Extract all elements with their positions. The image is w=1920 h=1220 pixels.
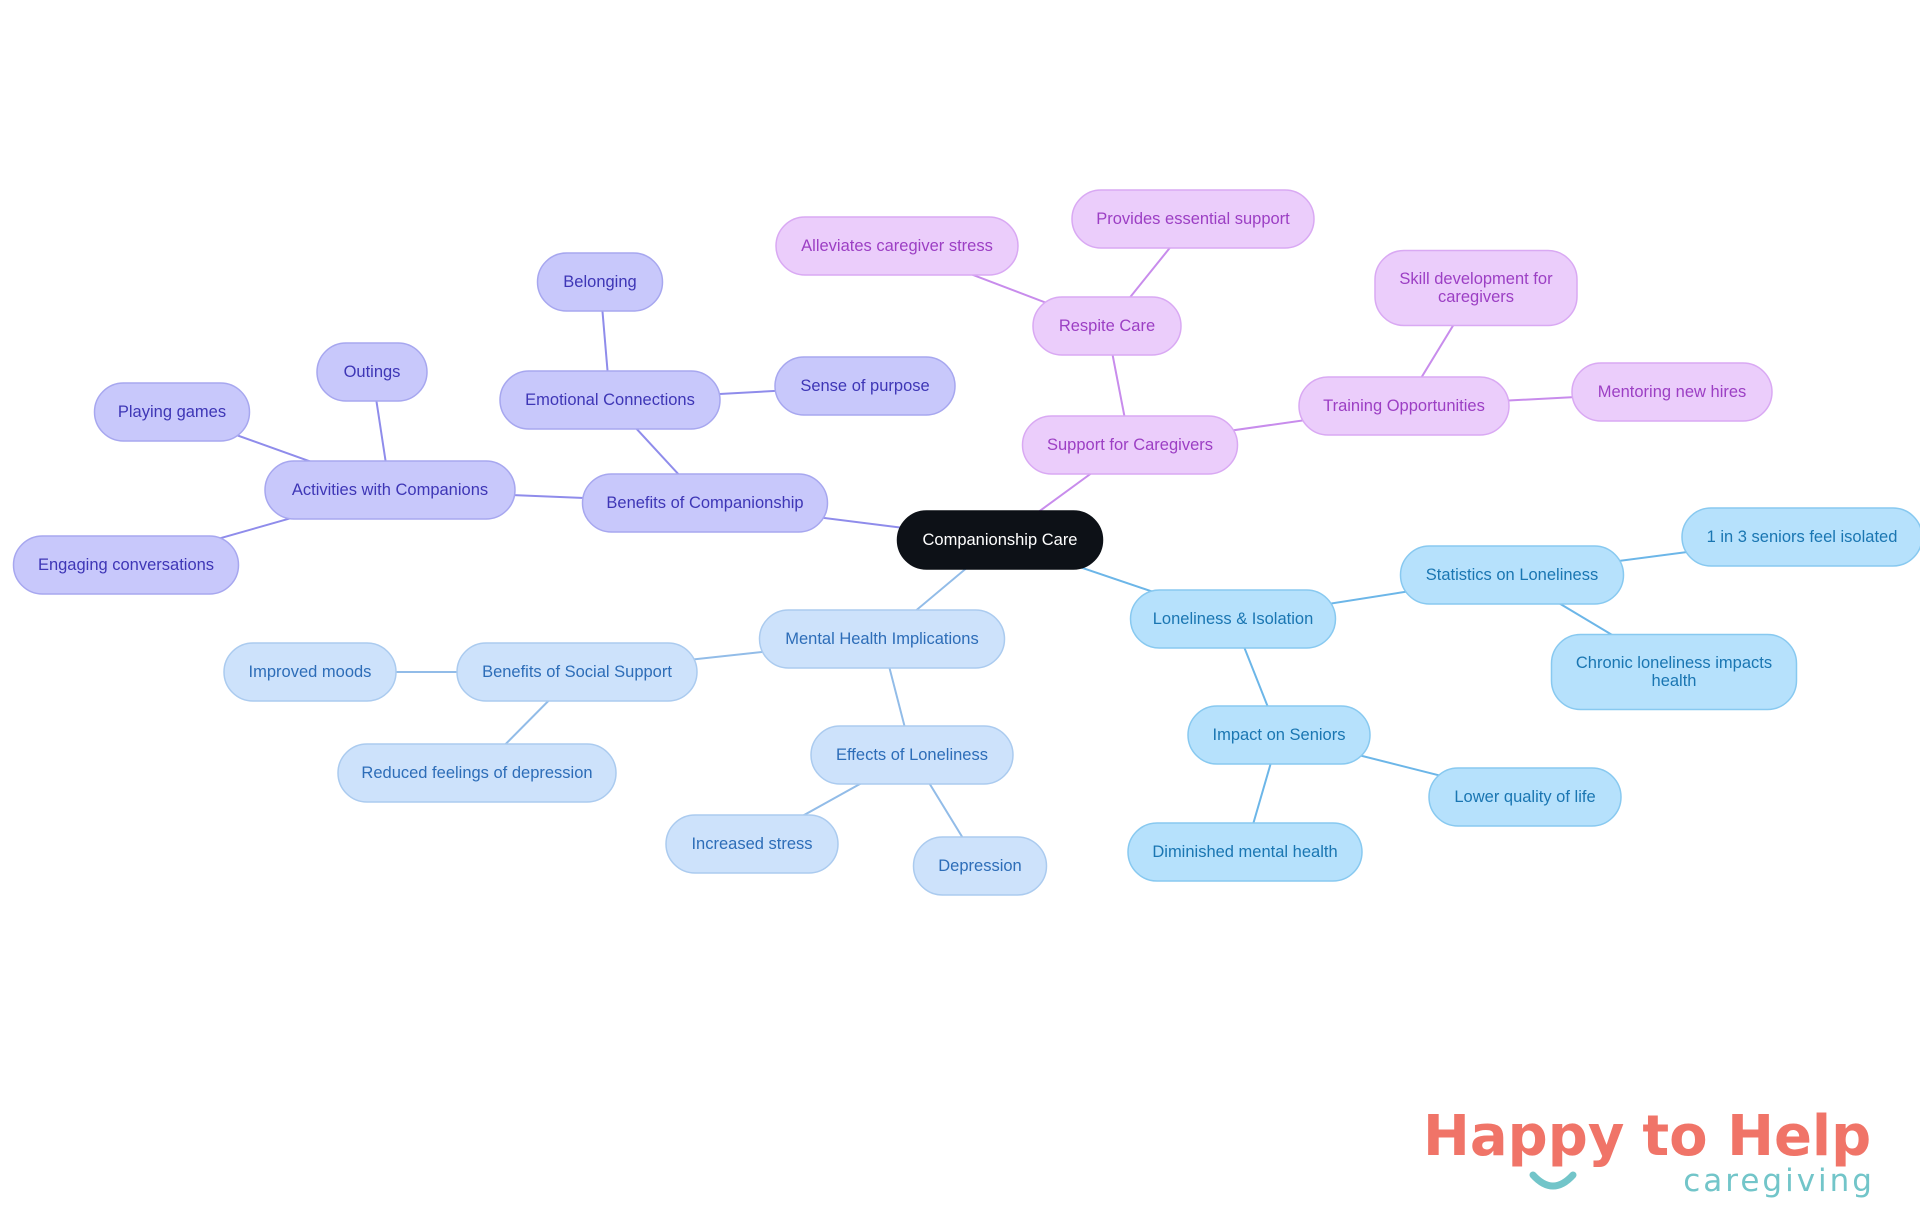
node-impact[interactable]: Impact on Seniors (1188, 706, 1370, 764)
node-label: 1 in 3 seniors feel isolated (1707, 528, 1898, 546)
node-emotional[interactable]: Emotional Connections (500, 371, 720, 429)
node-root[interactable]: Companionship Care (898, 511, 1103, 569)
node-label: Belonging (563, 273, 636, 291)
node-quality[interactable]: Lower quality of life (1429, 768, 1621, 826)
node-loneliness[interactable]: Loneliness & Isolation (1131, 590, 1336, 648)
node-label-line: caregivers (1438, 288, 1514, 306)
node-label: Benefits of Companionship (606, 494, 803, 512)
node-diminished[interactable]: Diminished mental health (1128, 823, 1362, 881)
node-label-line: Skill development for (1399, 270, 1553, 288)
happy-to-help-logo: Happy to Help caregiving (1415, 1105, 1885, 1215)
node-label: Provides essential support (1096, 210, 1290, 228)
logo-happy: Happy (1423, 1105, 1624, 1169)
node-label: Reduced feelings of depression (361, 764, 592, 782)
node-reduced[interactable]: Reduced feelings of depression (338, 744, 616, 802)
node-benefits[interactable]: Benefits of Companionship (583, 474, 828, 532)
node-stress[interactable]: Alleviates caregiver stress (776, 217, 1018, 275)
node-outings[interactable]: Outings (317, 343, 427, 401)
logo-tagline: caregiving (1683, 1163, 1875, 1199)
node-games[interactable]: Playing games (95, 383, 250, 441)
node-label: Emotional Connections (525, 391, 695, 409)
node-label: Playing games (118, 403, 226, 421)
node-activities[interactable]: Activities with Companions (265, 461, 515, 519)
node-label: Loneliness & Isolation (1153, 610, 1314, 628)
node-moods[interactable]: Improved moods (224, 643, 396, 701)
logo-to-help: to Help (1642, 1105, 1871, 1169)
node-label: Activities with Companions (292, 481, 488, 499)
node-label: Lower quality of life (1454, 788, 1595, 806)
node-label: Companionship Care (922, 531, 1077, 549)
mind-map-nodes: Companionship Care Benefits of Companions… (14, 190, 1920, 895)
node-label: Respite Care (1059, 317, 1155, 335)
node-mental[interactable]: Mental Health Implications (760, 610, 1005, 668)
node-purpose[interactable]: Sense of purpose (775, 357, 955, 415)
node-essential[interactable]: Provides essential support (1072, 190, 1314, 248)
node-stats[interactable]: Statistics on Loneliness (1401, 546, 1624, 604)
logo-smile-icon (1533, 1175, 1573, 1186)
node-label: Diminished mental health (1152, 843, 1337, 861)
node-label: Impact on Seniors (1213, 726, 1346, 744)
node-label: Training Opportunities (1323, 397, 1485, 415)
node-label: Effects of Loneliness (836, 746, 988, 764)
node-label: Benefits of Social Support (482, 663, 672, 681)
node-effects[interactable]: Effects of Loneliness (811, 726, 1013, 784)
node-training[interactable]: Training Opportunities (1299, 377, 1509, 435)
node-depression[interactable]: Depression (914, 837, 1047, 895)
node-label: Outings (344, 363, 401, 381)
node-belonging[interactable]: Belonging (538, 253, 663, 311)
node-mentoring[interactable]: Mentoring new hires (1572, 363, 1772, 421)
node-label: Improved moods (249, 663, 372, 681)
node-conversations[interactable]: Engaging conversations (14, 536, 239, 594)
node-label: Depression (938, 857, 1021, 875)
node-label: Mentoring new hires (1598, 383, 1747, 401)
node-label-line: Chronic loneliness impacts (1576, 654, 1772, 672)
node-respite[interactable]: Respite Care (1033, 297, 1181, 355)
node-support[interactable]: Support for Caregivers (1023, 416, 1238, 474)
node-label: Alleviates caregiver stress (801, 237, 993, 255)
node-label-line: health (1652, 672, 1697, 690)
node-label: Support for Caregivers (1047, 436, 1213, 454)
node-label: Engaging conversations (38, 556, 214, 574)
node-label: Statistics on Loneliness (1426, 566, 1598, 584)
node-label: Sense of purpose (800, 377, 929, 395)
node-label: Increased stress (691, 835, 812, 853)
logo-wordmark: Happy to Help (1423, 1105, 1871, 1169)
node-social[interactable]: Benefits of Social Support (457, 643, 697, 701)
node-label: Mental Health Implications (785, 630, 979, 648)
node-onein3[interactable]: 1 in 3 seniors feel isolated (1682, 508, 1920, 566)
node-incstress[interactable]: Increased stress (666, 815, 838, 873)
